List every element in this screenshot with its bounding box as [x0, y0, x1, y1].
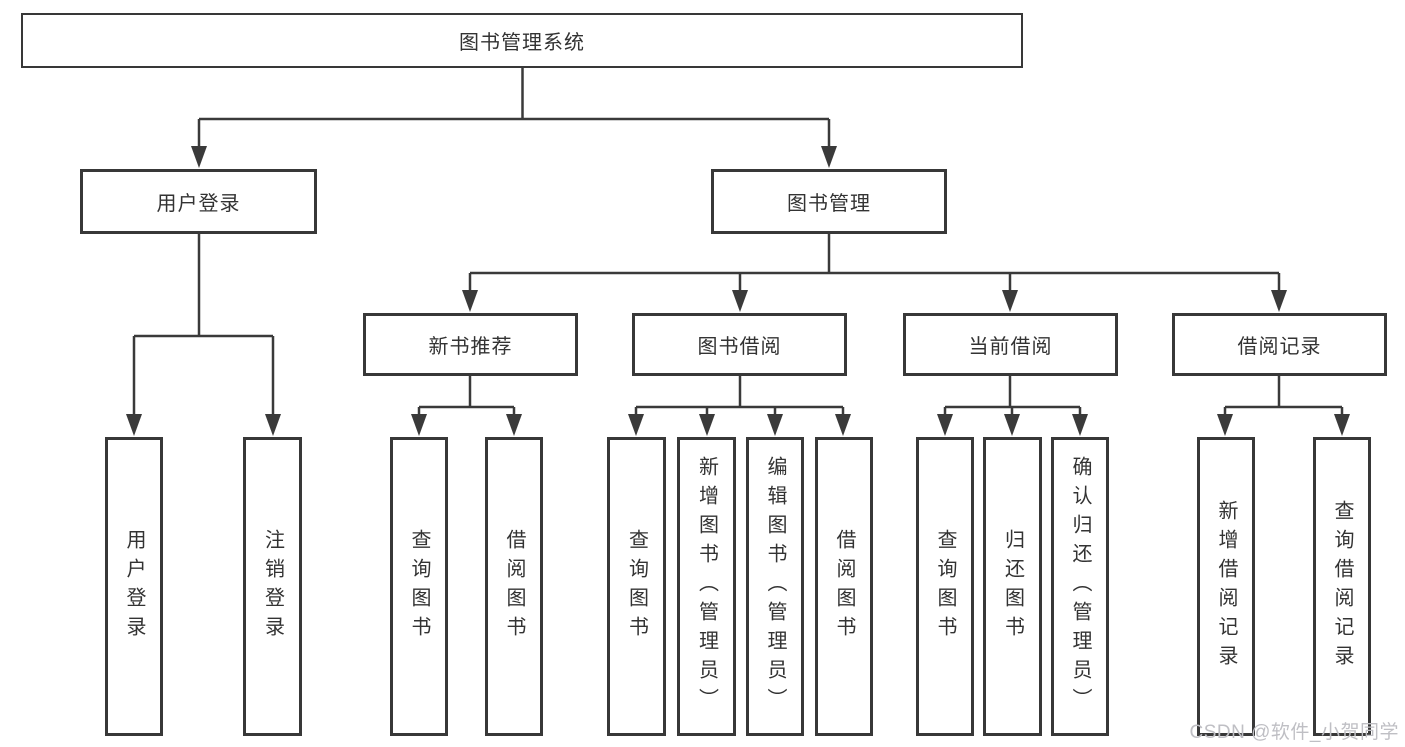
- leaf-confirm-return-admin: 确认归还（管理员）: [1051, 437, 1109, 736]
- leaf-borrow-books: 借阅图书: [815, 437, 873, 736]
- node-book-borrowing: 图书借阅: [632, 313, 847, 376]
- node-label: 编辑图书（管理员）: [764, 456, 786, 717]
- node-label: 新增借阅记录: [1215, 499, 1237, 674]
- node-label: 借阅图书: [503, 528, 525, 645]
- node-label: 图书借阅: [697, 336, 782, 358]
- leaf-borrow-books-recommend: 借阅图书: [485, 437, 543, 736]
- leaf-logout: 注销登录: [243, 437, 302, 736]
- node-label: 当前借阅: [968, 336, 1053, 358]
- node-label: 借阅图书: [833, 528, 855, 645]
- node-user-login: 用户登录: [80, 169, 317, 234]
- node-label: 确认归还（管理员）: [1069, 456, 1091, 717]
- node-label: 借阅记录: [1237, 336, 1322, 358]
- node-book-management: 图书管理: [711, 169, 947, 234]
- node-label: 图书管理: [787, 193, 871, 215]
- node-label: 新增图书（管理员）: [695, 456, 718, 717]
- node-new-book-recommendation: 新书推荐: [363, 313, 578, 376]
- node-label: 归还图书: [1001, 528, 1024, 645]
- node-library-management-system: 图书管理系统: [21, 13, 1023, 68]
- node-label: 查询图书: [625, 528, 648, 645]
- leaf-return-books: 归还图书: [983, 437, 1042, 736]
- node-label: 图书管理系统: [459, 32, 585, 54]
- node-label: 查询图书: [408, 528, 430, 645]
- leaf-add-books-admin: 新增图书（管理员）: [677, 437, 736, 736]
- node-label: 查询借阅记录: [1331, 499, 1353, 674]
- node-borrowing-records: 借阅记录: [1172, 313, 1387, 376]
- leaf-query-books-borrow: 查询图书: [607, 437, 666, 736]
- node-label: 用户登录: [123, 528, 145, 645]
- leaf-query-borrow-record: 查询借阅记录: [1313, 437, 1371, 736]
- node-label: 用户登录: [156, 193, 241, 215]
- node-label: 查询图书: [934, 528, 956, 645]
- leaf-query-books-current: 查询图书: [916, 437, 974, 736]
- node-label: 注销登录: [261, 528, 284, 645]
- leaf-add-borrow-record: 新增借阅记录: [1197, 437, 1255, 736]
- leaf-query-books-recommend: 查询图书: [390, 437, 448, 736]
- leaf-edit-books-admin: 编辑图书（管理员）: [746, 437, 804, 736]
- leaf-user-login: 用户登录: [105, 437, 163, 736]
- node-label: 新书推荐: [428, 336, 513, 358]
- node-current-borrowing: 当前借阅: [903, 313, 1118, 376]
- csdn-watermark: CSDN @软件_小贺同学: [1189, 722, 1399, 743]
